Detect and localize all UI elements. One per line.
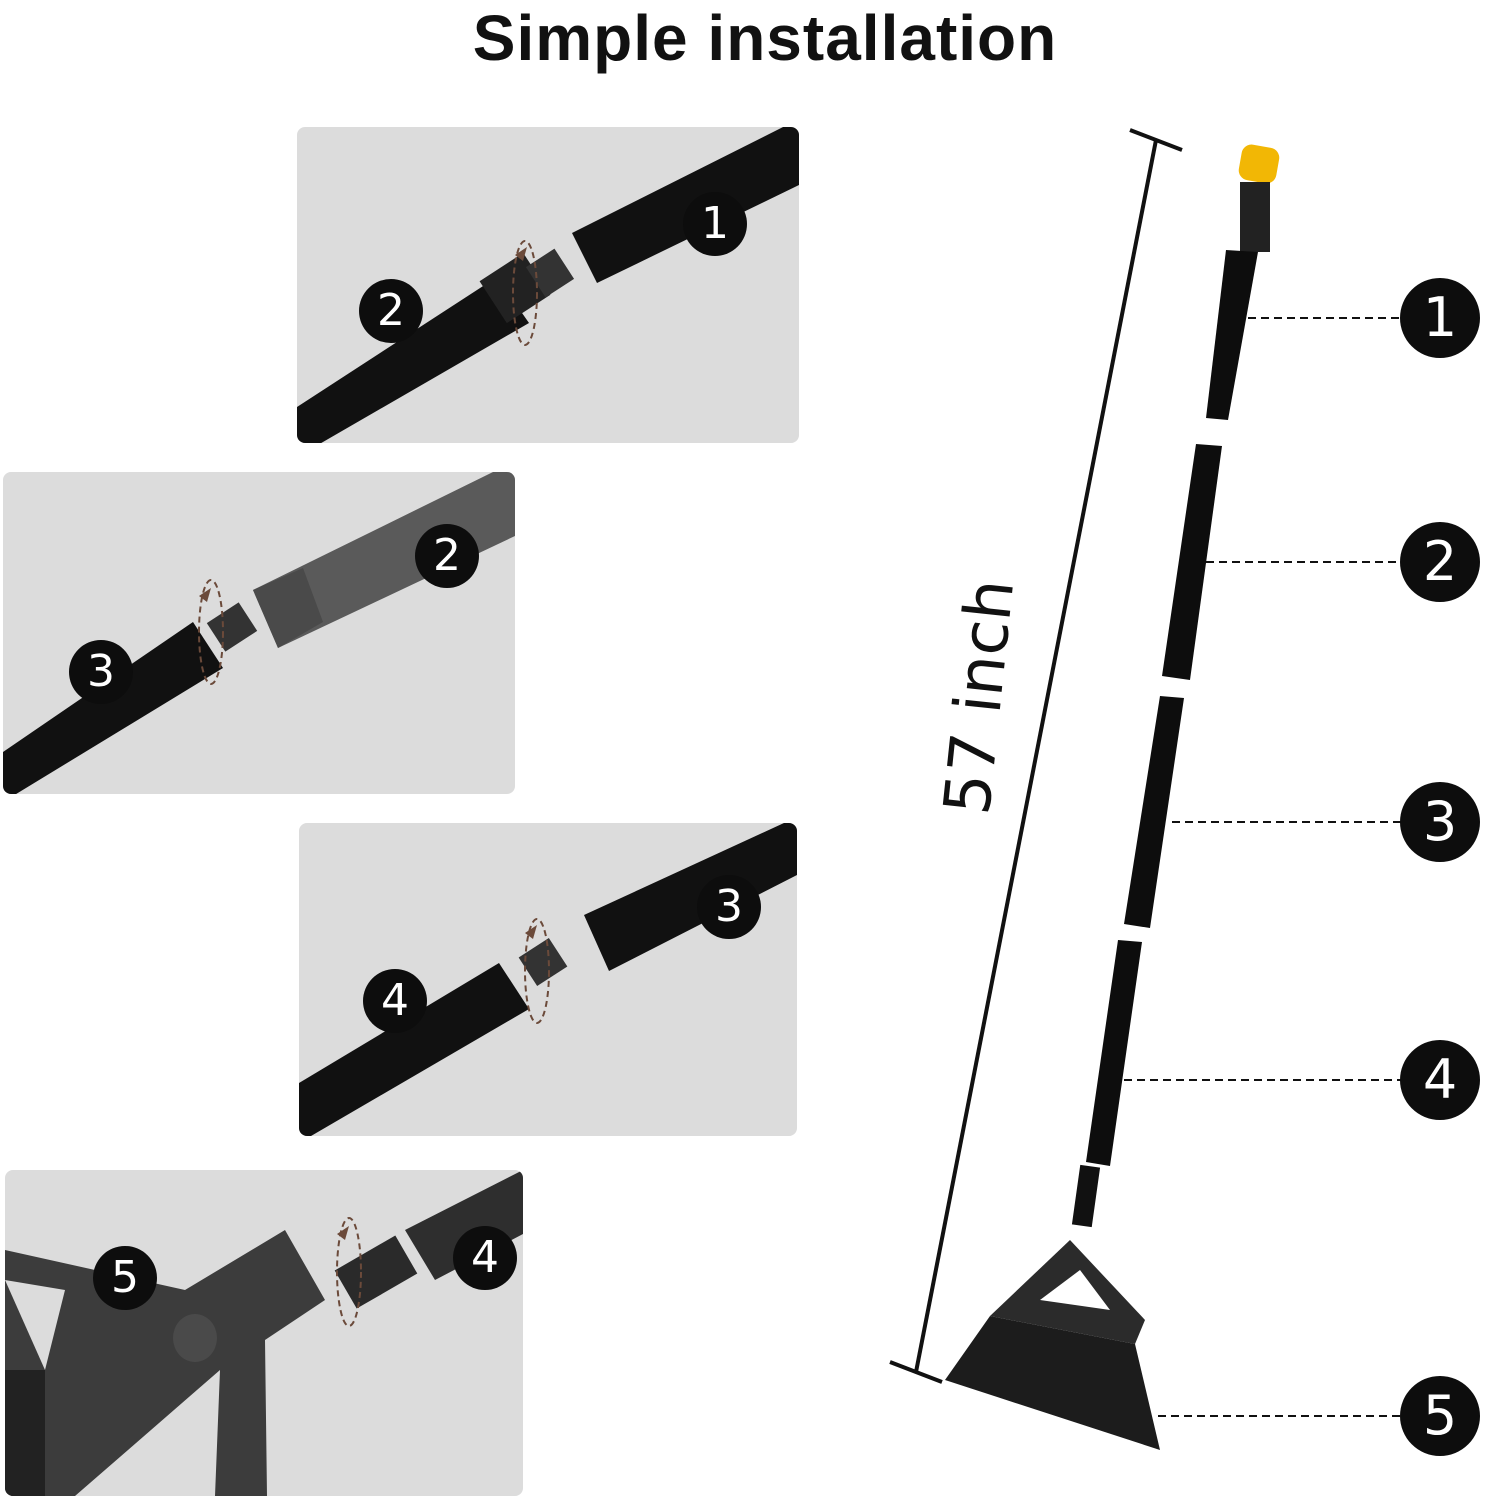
broom-head-icon xyxy=(945,1240,1160,1450)
part-badge: 4 xyxy=(363,969,427,1033)
page-title: Simple installation xyxy=(472,2,1058,74)
part-badge: 5 xyxy=(93,1246,157,1310)
part-label-5: 5 xyxy=(1400,1376,1480,1456)
step-panel-1: 1 2 xyxy=(297,127,799,443)
step-panel-3: 3 4 xyxy=(299,823,797,1136)
part-label-1: 1 xyxy=(1400,278,1480,358)
step-panel-2: 2 3 xyxy=(3,472,515,794)
part-label-3: 3 xyxy=(1400,782,1480,862)
part-badge: 4 xyxy=(453,1226,517,1290)
step-panel-4: 4 5 xyxy=(5,1170,523,1496)
dimension-line xyxy=(889,128,1183,1384)
handle-cap-icon xyxy=(1238,144,1280,252)
pole-connection-illustration xyxy=(3,472,515,794)
part-badge: 1 xyxy=(683,192,747,256)
pole-connection-illustration xyxy=(299,823,797,1136)
part-label-4: 4 xyxy=(1400,1040,1480,1120)
part-label-2: 2 xyxy=(1400,522,1480,602)
broom-head-connection-illustration xyxy=(5,1170,523,1496)
part-badge: 2 xyxy=(415,524,479,588)
pole-segments xyxy=(1086,250,1258,1166)
part-badge: 2 xyxy=(359,279,423,343)
leader-lines xyxy=(1124,317,1402,1417)
part-badge: 3 xyxy=(697,875,761,939)
part-badge: 3 xyxy=(69,640,133,704)
pole-connection-illustration xyxy=(297,127,799,443)
